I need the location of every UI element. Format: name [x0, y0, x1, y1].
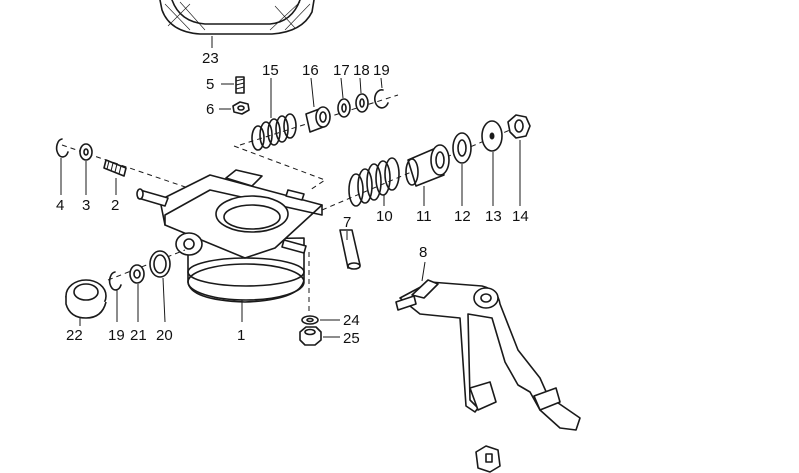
part-14-nut: [507, 114, 531, 206]
part-6-nut: [219, 101, 250, 115]
part-15-spring: [251, 78, 297, 151]
spring-assembly-outline: [233, 145, 327, 191]
callout-5: 5: [206, 76, 214, 93]
callout-24: 24: [343, 312, 360, 329]
callout-labels: 23 5 6 15 16 17 18 19 4 3 2 10 11 12 13 …: [56, 50, 529, 347]
part-16-bushing: [305, 77, 331, 133]
part-24-washer: [301, 315, 340, 325]
callout-1: 1: [237, 327, 245, 344]
callout-8: 8: [419, 244, 427, 261]
callout-19-lower: 19: [108, 327, 125, 344]
callout-23: 23: [202, 50, 219, 67]
part-1-throttle-housing: [136, 169, 323, 322]
part-10-spring: [348, 157, 400, 207]
callout-18: 18: [353, 62, 370, 79]
callout-13: 13: [485, 208, 502, 225]
part-23-gasket: [159, 0, 315, 48]
callout-11: 11: [416, 208, 432, 225]
part-18-washer: [355, 77, 369, 113]
part-13-washer: [481, 120, 503, 206]
part-19-circlip-lower: [108, 271, 122, 322]
callout-15: 15: [262, 62, 279, 79]
part-3-washer: [79, 143, 93, 195]
callout-4: 4: [56, 197, 64, 214]
part-8-lever-bracket: [395, 261, 581, 431]
callout-10: 10: [376, 208, 393, 225]
callout-7: 7: [343, 214, 351, 231]
part-22-cap: [65, 279, 107, 326]
callout-14: 14: [512, 208, 529, 225]
part-11-bushing: [405, 144, 450, 206]
left-axis-line: [61, 144, 201, 193]
callout-20: 20: [156, 327, 173, 344]
small-clip-part: [475, 445, 501, 473]
callout-17: 17: [333, 62, 350, 79]
callout-16: 16: [302, 62, 319, 79]
part-21-washer: [129, 264, 145, 322]
callout-21: 21: [130, 327, 147, 344]
part-25-nut: [299, 326, 340, 346]
callout-2: 2: [111, 197, 119, 214]
part-7-pin: [339, 229, 361, 270]
callout-19-upper: 19: [373, 62, 390, 79]
part-20-oring: [149, 250, 171, 323]
part-2-screw: [103, 159, 127, 195]
callout-22: 22: [66, 327, 83, 344]
lower-left-axis-line: [107, 249, 186, 281]
callout-12: 12: [454, 208, 471, 225]
part-19-circlip-upper: [374, 77, 389, 109]
callout-3: 3: [82, 197, 90, 214]
part-5-screw: [221, 76, 245, 94]
callout-25: 25: [343, 330, 360, 347]
part-17-washer: [337, 77, 351, 118]
part-12-washer: [452, 132, 472, 206]
callout-6: 6: [206, 101, 214, 118]
part-4-circlip: [55, 138, 69, 195]
